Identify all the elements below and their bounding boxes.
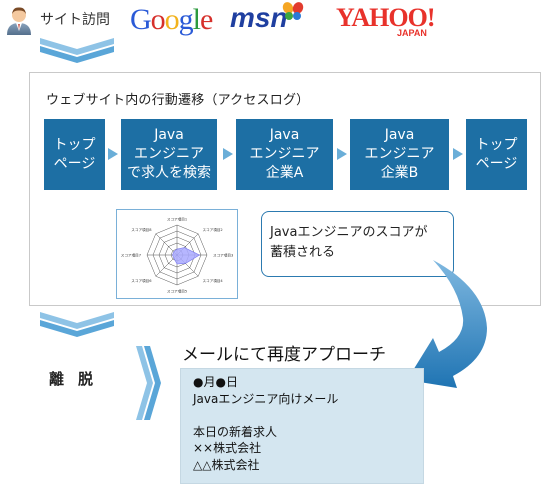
mail-date-line: ●月●日: [193, 375, 238, 389]
msn-butterfly-icon: [282, 2, 304, 20]
callout-text: Javaエンジニアのスコアが 蓄積される: [270, 225, 428, 260]
step-label: トップ ページ: [475, 136, 518, 172]
step-java-company-b: Java エンジニア 企業B: [350, 119, 449, 190]
arrow-right-icon: [337, 148, 347, 160]
radar-spoke: [155, 254, 178, 277]
google-logo-letter: o: [150, 3, 166, 36]
chevron-down-icon: [40, 312, 114, 337]
score-radar-chart-frame: スコア項目1 スコア項目2 スコア項目3 スコア項目4 スコア項目5 スコア項目6 スコア項…: [116, 209, 238, 299]
arrow-right-icon: [108, 148, 118, 160]
radar-series-area: [172, 247, 201, 265]
radar-spoke: [155, 233, 178, 256]
chevron-right-icon: [136, 346, 161, 420]
user-avatar-icon: [5, 5, 33, 35]
score-radar-chart: スコア項目1 スコア項目2 スコア項目3 スコア項目4 スコア項目5 スコア項目6 スコア項…: [121, 217, 234, 294]
panel-title: ウェブサイト内の行動遷移（アクセスログ）: [46, 93, 310, 108]
google-logo: Google: [130, 3, 213, 37]
google-logo-letter: e: [200, 3, 213, 36]
msn-logo-text: msn: [230, 2, 288, 33]
mail-company-line: △△株式会社: [193, 457, 260, 472]
step-top-page-2: トップ ページ: [466, 119, 527, 190]
radar-axis-label: スコア項目2: [202, 227, 222, 232]
yahoo-japan-label: JAPAN: [397, 28, 427, 38]
mail-company-line: ××株式会社: [193, 441, 262, 455]
google-logo-letter: g: [178, 3, 194, 36]
radar-axis-label: スコア項目4: [202, 278, 223, 283]
yahoo-logo: YAHOO!: [336, 3, 435, 32]
step-top-page-1: トップ ページ: [44, 119, 105, 190]
step-label: Java エンジニア 企業A: [249, 127, 320, 181]
chevron-down-icon: [40, 38, 114, 63]
exit-label: 離脱: [49, 370, 108, 388]
radar-axis-label: スコア項目8: [131, 227, 152, 232]
google-logo-letter: l: [192, 3, 201, 36]
step-label: Java エンジニア 企業B: [364, 127, 435, 181]
arrow-right-icon: [453, 148, 463, 160]
mail-subject-line: Javaエンジニア向けメール: [193, 391, 339, 406]
radar-axis-label: スコア項目5: [167, 289, 187, 294]
curved-arrow-icon: [407, 260, 487, 388]
step-java-company-a: Java エンジニア 企業A: [236, 119, 333, 190]
msn-logo: msn: [230, 2, 304, 34]
google-logo-letter: G: [130, 3, 152, 36]
radar-axis-label: スコア項目6: [131, 278, 152, 283]
radar-axis-label: スコア項目7: [121, 253, 141, 258]
score-callout: Javaエンジニアのスコアが 蓄積される: [261, 211, 454, 277]
mail-blank-line: [193, 407, 423, 424]
arrow-right-icon: [223, 148, 233, 160]
step-java-search: Java エンジニア で求人を検索: [121, 119, 217, 190]
radar-axis-label: スコア項目3: [213, 253, 233, 258]
site-visit-label: サイト訪問: [40, 12, 110, 28]
mail-content-box: ●月●日 Javaエンジニア向けメール 本日の新着求人 ××株式会社 △△株式会…: [180, 368, 424, 484]
step-label: トップ ページ: [53, 136, 96, 172]
mail-approach-title: メールにて再度アプローチ: [182, 345, 386, 365]
radar-axis-label: スコア項目1: [167, 217, 187, 222]
google-logo-letter: o: [164, 3, 180, 36]
step-label: Java エンジニア で求人を検索: [127, 127, 211, 181]
mail-new-jobs-line: 本日の新着求人: [193, 424, 278, 439]
